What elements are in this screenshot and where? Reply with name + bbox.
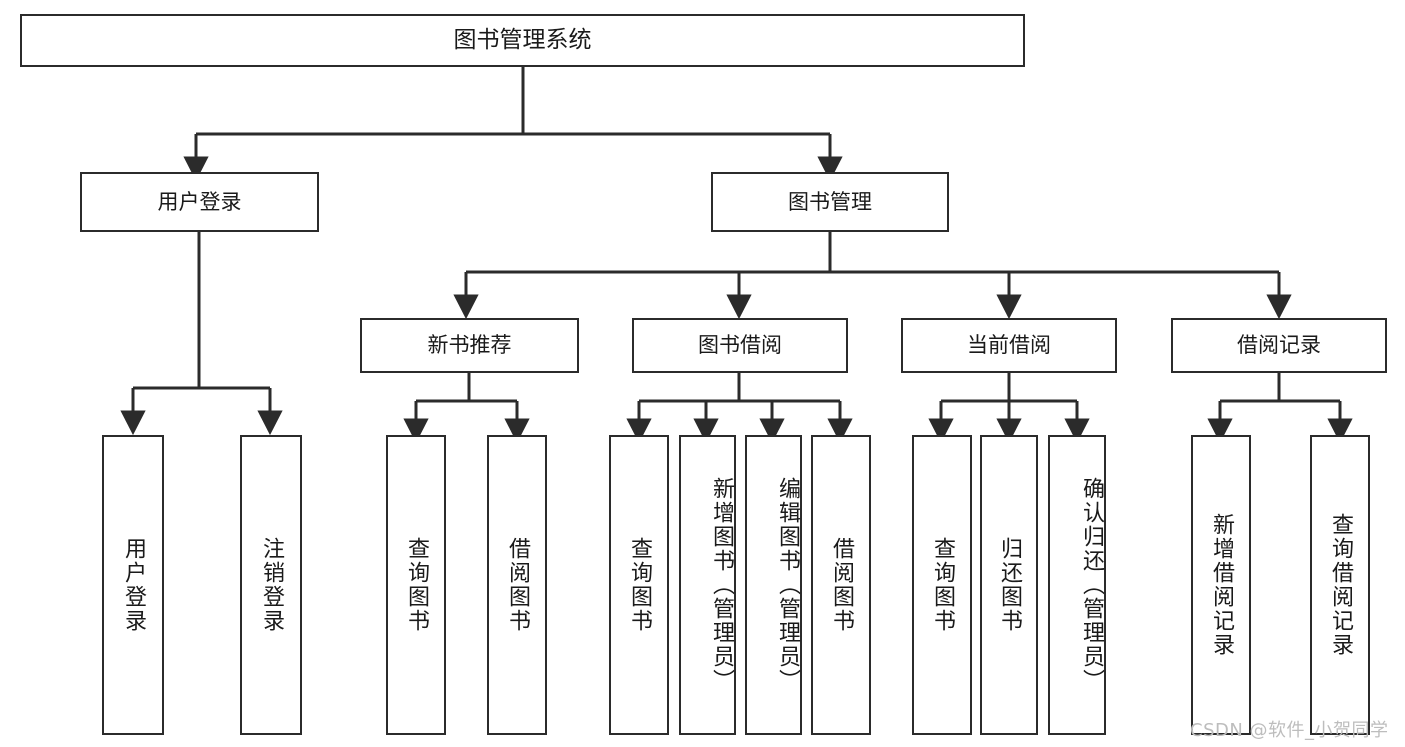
node-leaf-user-login[interactable]: 用户登录: [102, 435, 164, 735]
node-leaf-confirm-return-label: 确认归还（管理员）: [1079, 477, 1104, 693]
node-leaf-return-book-label: 归还图书: [996, 537, 1022, 633]
node-leaf-add-book-label: 新增图书（管理员）: [709, 477, 734, 693]
node-leaf-logout-label: 注销登录: [258, 537, 284, 633]
node-leaf-query-book-3-label: 查询图书: [929, 537, 955, 633]
node-leaf-query-book-2-label: 查询图书: [626, 537, 652, 633]
node-leaf-edit-book[interactable]: 编辑图书（管理员）: [745, 435, 802, 735]
node-leaf-user-login-label: 用户登录: [120, 537, 146, 633]
node-leaf-query-book-1[interactable]: 查询图书: [386, 435, 446, 735]
node-leaf-borrow-book-2[interactable]: 借阅图书: [811, 435, 871, 735]
node-leaf-borrow-book-2-label: 借阅图书: [828, 537, 854, 633]
node-root[interactable]: 图书管理系统: [20, 14, 1025, 67]
node-new-book-recommend[interactable]: 新书推荐: [360, 318, 579, 373]
node-user-login-label: 用户登录: [157, 189, 242, 214]
node-current-borrow[interactable]: 当前借阅: [901, 318, 1117, 373]
node-book-management-label: 图书管理: [788, 189, 872, 214]
node-new-book-recommend-label: 新书推荐: [427, 333, 512, 358]
node-leaf-add-book[interactable]: 新增图书（管理员）: [679, 435, 736, 735]
node-leaf-query-book-3[interactable]: 查询图书: [912, 435, 972, 735]
node-current-borrow-label: 当前借阅: [967, 333, 1051, 358]
node-leaf-query-book-1-label: 查询图书: [403, 537, 429, 633]
node-leaf-query-record[interactable]: 查询借阅记录: [1310, 435, 1370, 735]
node-leaf-logout[interactable]: 注销登录: [240, 435, 302, 735]
node-leaf-add-record-label: 新增借阅记录: [1208, 513, 1234, 657]
watermark-text: CSDN @软件_小贺同学: [1190, 720, 1389, 741]
node-leaf-edit-book-label: 编辑图书（管理员）: [775, 477, 800, 693]
node-leaf-confirm-return[interactable]: 确认归还（管理员）: [1048, 435, 1106, 735]
node-leaf-query-book-2[interactable]: 查询图书: [609, 435, 669, 735]
node-borrow-record-label: 借阅记录: [1237, 333, 1321, 358]
node-leaf-query-record-label: 查询借阅记录: [1327, 513, 1353, 657]
node-user-login[interactable]: 用户登录: [80, 172, 319, 232]
node-root-label: 图书管理系统: [453, 26, 592, 53]
node-leaf-borrow-book-1-label: 借阅图书: [504, 537, 530, 633]
node-leaf-return-book[interactable]: 归还图书: [980, 435, 1038, 735]
node-book-borrow-label: 图书借阅: [698, 333, 782, 358]
node-book-borrow[interactable]: 图书借阅: [632, 318, 848, 373]
node-book-management[interactable]: 图书管理: [711, 172, 949, 232]
node-leaf-add-record[interactable]: 新增借阅记录: [1191, 435, 1251, 735]
node-leaf-borrow-book-1[interactable]: 借阅图书: [487, 435, 547, 735]
node-borrow-record[interactable]: 借阅记录: [1171, 318, 1387, 373]
